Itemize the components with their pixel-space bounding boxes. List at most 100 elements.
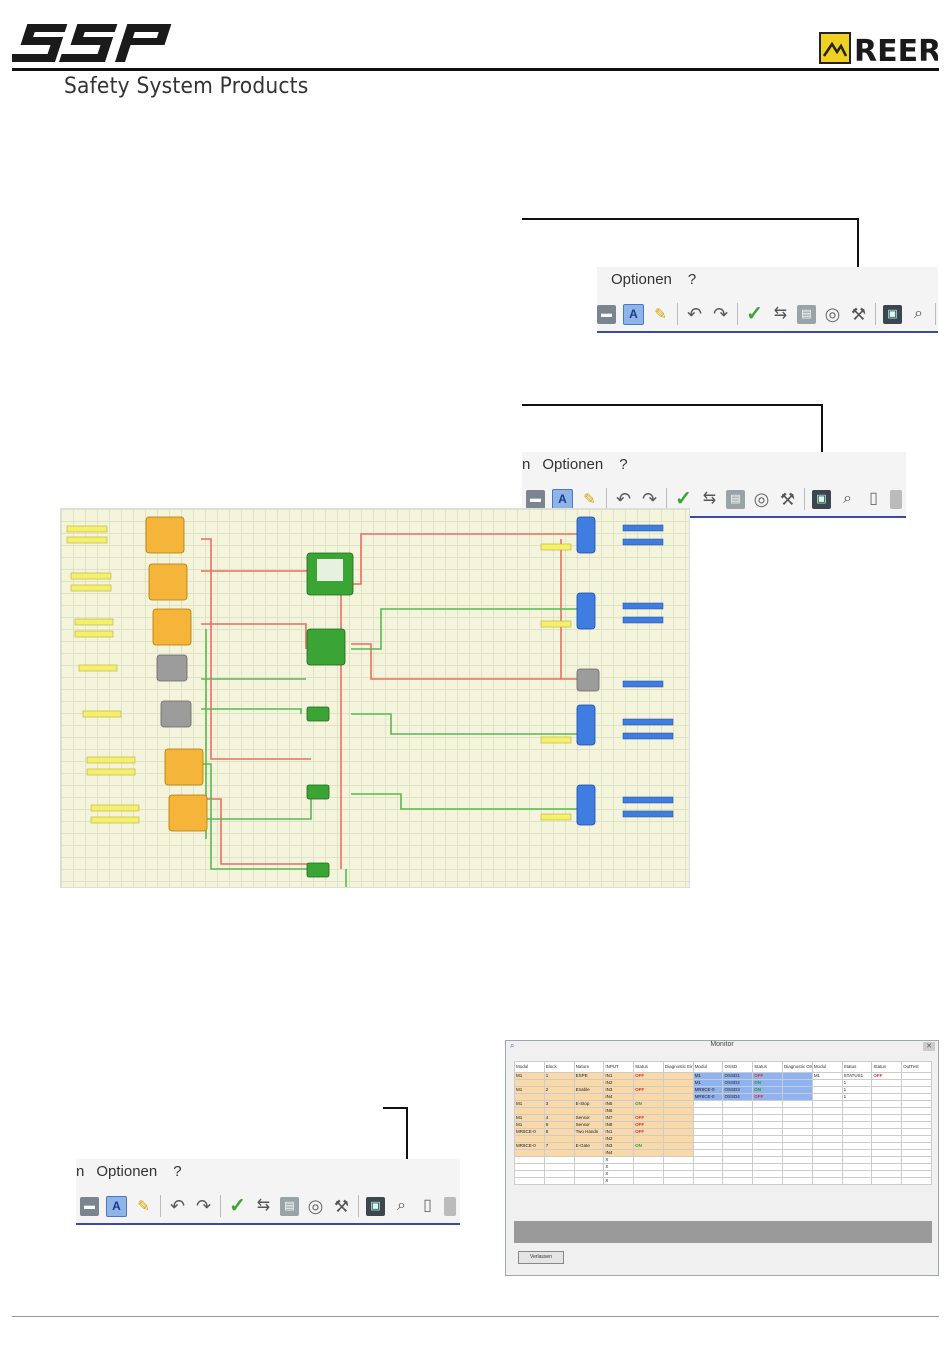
table-cell: IN1 — [603, 1072, 635, 1080]
table-cell — [871, 1149, 903, 1157]
check-icon[interactable]: ✓ — [746, 303, 763, 325]
brush-icon[interactable]: ✎ — [583, 490, 596, 508]
wire-green — [201, 708, 302, 714]
monitor-icon[interactable]: ▣ — [883, 304, 902, 324]
header-rule — [12, 68, 939, 71]
output-tag — [622, 538, 664, 546]
input-block-e-gate — [168, 794, 208, 832]
table-cell — [543, 1170, 575, 1178]
wrench-icon[interactable]: ⚒ — [333, 1196, 350, 1216]
redo-icon[interactable]: ↷ — [712, 304, 729, 324]
table-cell: IN3 — [603, 1142, 635, 1150]
redo-icon[interactable]: ↷ — [195, 1196, 212, 1216]
table-cell — [514, 1079, 545, 1087]
menu-help[interactable]: ? — [619, 456, 628, 473]
check-icon[interactable]: ✓ — [675, 488, 692, 510]
transfer-icon[interactable]: ⇆ — [773, 305, 788, 322]
menu-help[interactable]: ? — [687, 271, 697, 288]
pointer-line-1-h — [522, 218, 858, 220]
print-icon[interactable]: ▬ — [526, 489, 545, 509]
wrench-icon[interactable]: ⚒ — [779, 489, 796, 509]
monitor-header-cell: Modul — [514, 1061, 545, 1073]
table-cell — [514, 1093, 545, 1101]
wire-red — [201, 798, 311, 865]
table-cell — [782, 1121, 813, 1129]
zoom-icon[interactable]: ⌕ — [397, 1197, 406, 1214]
table-cell — [811, 1086, 843, 1094]
logic-diagram — [60, 508, 690, 888]
zoom-icon[interactable]: ⌕ — [914, 305, 923, 322]
table-cell — [871, 1135, 903, 1143]
menu-optionen[interactable]: Optionen — [542, 456, 604, 473]
menu-optionen[interactable]: Optionen — [96, 1163, 158, 1180]
menu-optionen[interactable]: Optionen — [611, 271, 672, 288]
table-cell — [871, 1093, 903, 1101]
table-cell — [573, 1135, 605, 1143]
table-cell — [752, 1142, 784, 1150]
disc-icon[interactable]: ◎ — [824, 304, 841, 324]
table-cell: OFF — [752, 1093, 784, 1101]
table-cell — [782, 1177, 813, 1185]
table-cell: MR8CE-0 — [692, 1086, 724, 1094]
menu-help[interactable]: ? — [173, 1163, 182, 1180]
a-icon[interactable]: A — [106, 1195, 127, 1217]
table-cell — [752, 1107, 784, 1115]
table-cell: Sensor — [573, 1114, 605, 1122]
table-cell: OFF — [633, 1086, 664, 1094]
monitor-header-cell: Modul — [811, 1061, 843, 1073]
document-icon[interactable]: ▤ — [797, 304, 816, 324]
table-cell — [543, 1093, 575, 1101]
print-icon[interactable]: ▬ — [80, 1196, 99, 1216]
logic-block — [306, 706, 330, 722]
clipboard-icon[interactable]: ▯ — [869, 490, 878, 507]
brush-icon[interactable]: ✎ — [654, 305, 667, 323]
check-icon[interactable]: ✓ — [229, 1195, 246, 1217]
table-cell — [633, 1079, 664, 1087]
monitor-header-cell: Block — [543, 1061, 575, 1073]
table-cell — [871, 1100, 903, 1108]
table-cell — [662, 1107, 694, 1115]
table-row: X — [514, 1163, 932, 1171]
print-icon[interactable]: ▬ — [597, 304, 616, 324]
a-icon[interactable]: A — [552, 488, 573, 510]
table-cell: IN3 — [603, 1086, 635, 1094]
zoom-icon[interactable]: ⌕ — [843, 490, 852, 507]
brush-icon[interactable]: ✎ — [137, 1197, 150, 1215]
table-cell — [841, 1163, 873, 1171]
monitor-header-cell: OSSD — [722, 1061, 754, 1073]
monitor-icon[interactable]: ▣ — [812, 489, 831, 509]
undo-icon[interactable]: ↶ — [615, 489, 632, 509]
wire-green — [201, 794, 312, 820]
undo-icon[interactable]: ↶ — [686, 304, 703, 324]
monitor-icon[interactable]: ▣ — [366, 1196, 385, 1216]
table-cell — [543, 1135, 575, 1143]
transfer-icon[interactable]: ⇆ — [256, 1197, 271, 1214]
transfer-icon[interactable]: ⇆ — [702, 490, 717, 507]
table-cell — [871, 1121, 903, 1129]
table-cell: IN6 — [603, 1107, 635, 1115]
status-tag — [540, 736, 572, 744]
diagram-canvas — [66, 516, 674, 887]
undo-icon[interactable]: ↶ — [169, 1196, 186, 1216]
table-cell: 4 — [543, 1114, 575, 1122]
clipboard-icon[interactable]: ▯ — [423, 1197, 432, 1214]
verlassen-button[interactable]: Verlassen — [518, 1251, 564, 1264]
table-cell — [752, 1149, 784, 1157]
table-cell — [782, 1100, 813, 1108]
a-icon[interactable]: A — [623, 303, 644, 325]
document-icon[interactable]: ▤ — [726, 489, 745, 509]
redo-icon[interactable]: ↷ — [641, 489, 658, 509]
close-button[interactable]: ✕ — [923, 1042, 935, 1051]
table-cell — [752, 1177, 784, 1185]
table-cell — [662, 1079, 694, 1087]
table-cell — [692, 1177, 724, 1185]
table-cell: 7 — [543, 1142, 575, 1150]
document-icon[interactable]: ▤ — [280, 1196, 299, 1216]
disc-icon[interactable]: ◎ — [753, 489, 770, 509]
wrench-icon[interactable]: ⚒ — [850, 304, 867, 324]
disc-icon[interactable]: ◎ — [307, 1196, 324, 1216]
table-cell — [811, 1142, 843, 1150]
table-cell: IN4 — [603, 1149, 635, 1157]
